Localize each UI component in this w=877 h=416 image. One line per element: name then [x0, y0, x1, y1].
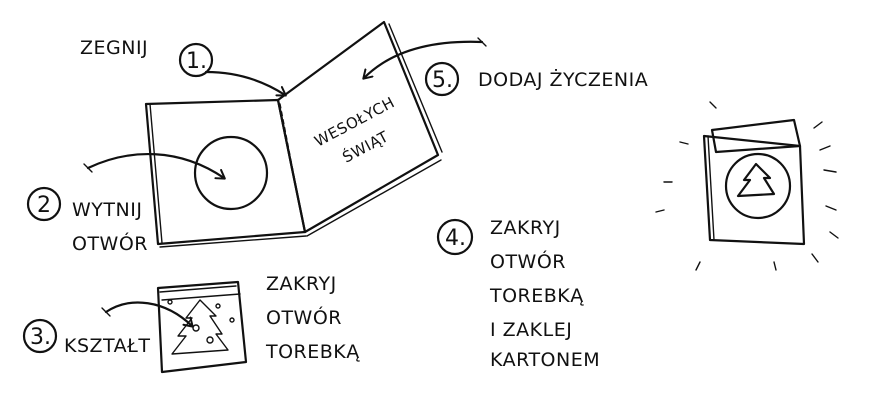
- step-5: 5. DODAJ ŻYCZENIA: [362, 37, 648, 97]
- step-3: 3. KSZTAŁT ZAKRYJ OTWÓR TOREBKĄ: [22, 273, 360, 374]
- card-left-edge: [145, 103, 163, 245]
- step-1-number-circle: [178, 42, 214, 78]
- step-2-label-line2: OTWÓR: [72, 231, 148, 255]
- finished-card: [655, 101, 839, 271]
- step-3-number-circle: [22, 318, 58, 354]
- step-2-arrow: [86, 152, 226, 180]
- step-4-label-line3: TOREBKĄ: [489, 285, 584, 307]
- step-1-label: ZEGNIJ: [80, 37, 148, 59]
- finished-card-window: [724, 152, 792, 220]
- sparkle-rays: [655, 101, 839, 271]
- step-1-arrow: [204, 70, 287, 97]
- step-2: 2 WYTNIJ OTWÓR: [26, 152, 226, 255]
- step-5-number: 5.: [432, 68, 453, 93]
- step-1-number: 1.: [186, 49, 207, 74]
- step-4-label-line2: OTWÓR: [490, 249, 566, 273]
- step-1: ZEGNIJ 1.: [80, 37, 287, 97]
- step-4-label-line5: KARTONEM: [490, 349, 600, 371]
- step-3-extra-line2: OTWÓR: [266, 305, 342, 329]
- finished-card-front: [702, 134, 806, 246]
- step-5-arrow: [362, 40, 484, 80]
- step-4: 4. ZAKRYJ OTWÓR TOREBKĄ I ZAKLEJ KARTONE…: [436, 217, 600, 371]
- step-3-bag-shape: [156, 280, 248, 374]
- step-3-number: 3.: [30, 325, 51, 350]
- step-3-label: KSZTAŁT: [64, 335, 150, 357]
- step-4-number-circle: [436, 218, 474, 256]
- step-5-number-circle: [424, 61, 460, 97]
- finished-card-tree-icon: [736, 162, 776, 198]
- step-2-number: 2: [37, 193, 51, 218]
- step-2-number-circle: [26, 186, 62, 222]
- step-3-extra-line1: ZAKRYJ: [266, 273, 337, 295]
- step-2-label-line1: WYTNIJ: [72, 199, 142, 221]
- step-4-number: 4.: [445, 226, 466, 251]
- step-3-extra-line3: TOREBKĄ: [265, 341, 360, 363]
- step-4-label-line1: ZAKRYJ: [490, 217, 561, 239]
- card-hole-circle: [193, 135, 269, 211]
- step-3-arrow: [104, 301, 194, 328]
- card-left-panel: [144, 98, 307, 246]
- step-5-label: DODAJ ŻYCZENIA: [478, 68, 648, 91]
- step-4-label-line4: I ZAKLEJ: [490, 319, 572, 341]
